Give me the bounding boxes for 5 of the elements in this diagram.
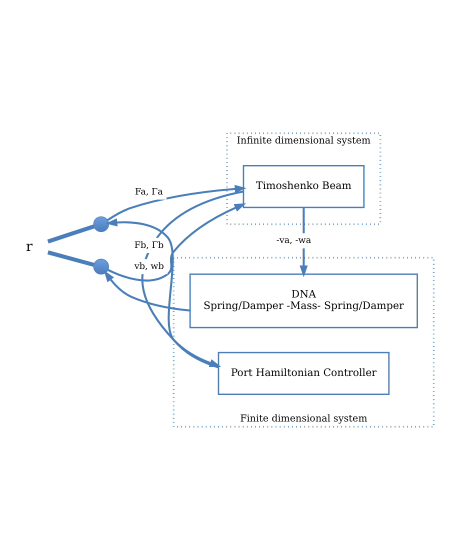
node-text: r [26,238,33,254]
edge-label: vb, wb [134,261,164,272]
edge-label: Fa, Γa [135,186,163,197]
edge-label: Fb, Γb [134,240,164,250]
edge-label: -va, -wa [276,236,312,246]
